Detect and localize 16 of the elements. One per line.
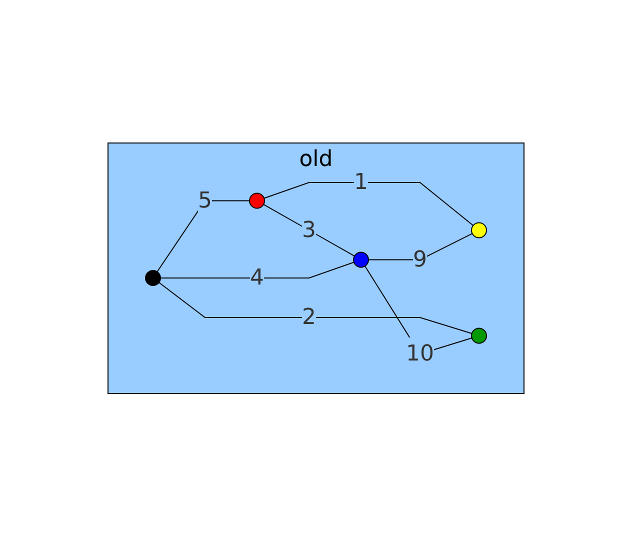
node-circle [470, 222, 486, 238]
node-circle [248, 192, 264, 208]
edge-label: 2 [302, 304, 316, 330]
edge-label: 10 [406, 341, 434, 366]
connector [262, 204, 354, 256]
node-circle [144, 270, 160, 286]
edge-label: 4 [250, 265, 264, 290]
edge-label: 5 [198, 188, 212, 213]
edge-label: 1 [354, 170, 368, 195]
edge-label: 9 [412, 247, 426, 272]
node-circle [352, 252, 368, 268]
connector [158, 282, 472, 334]
connector [160, 261, 354, 278]
connector [263, 182, 474, 226]
node-circle [470, 328, 486, 344]
edge-label: 3 [302, 218, 316, 242]
